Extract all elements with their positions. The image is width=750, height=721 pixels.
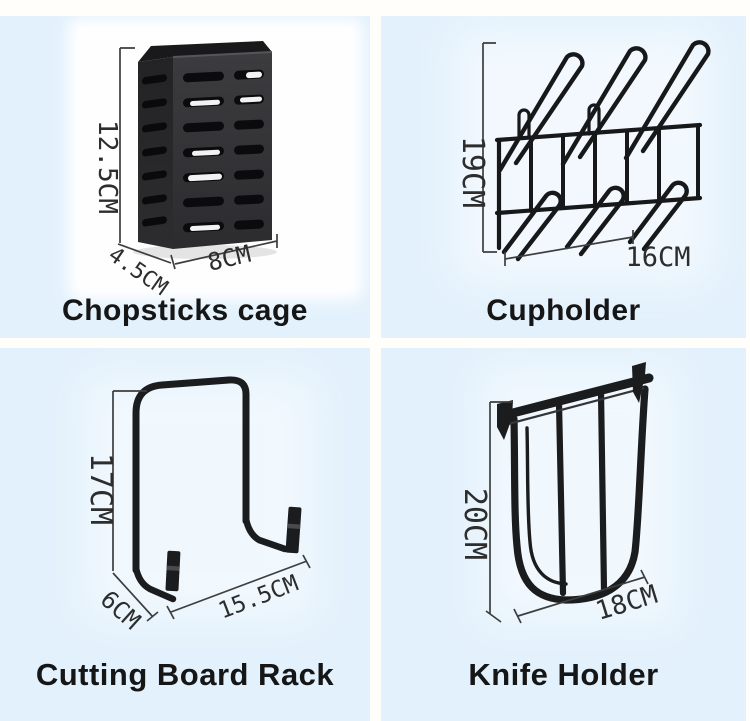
knife-holder-frame: [497, 362, 654, 604]
knife-holder-illustration: 20CM 18CM: [457, 362, 661, 627]
product-name-label: Cutting Board Rack: [35, 657, 335, 692]
left-hook-clip: [165, 550, 181, 592]
height-dimension-line: [119, 47, 135, 243]
rack-arch: [132, 376, 250, 574]
height-dimension-line: [112, 390, 147, 571]
slot-light-highlights: [188, 71, 262, 232]
left-foot: [132, 564, 177, 603]
hanging-clips: [517, 103, 601, 141]
cupholder-illustration: 19CM 16CM: [455, 40, 711, 273]
width-dimension-line: [513, 569, 649, 624]
photo-white-background: [85, 378, 315, 618]
cage-front-slots: [183, 69, 264, 233]
top-bar: [500, 373, 654, 420]
cupholder-wire-rack: [494, 40, 711, 262]
lower-cup-loops: [501, 180, 689, 262]
height-dimension-line: [482, 42, 497, 253]
depth-dimension-label: 6CM: [95, 585, 146, 635]
rack-frame: [132, 376, 302, 603]
upper-cup-loops: [497, 40, 711, 173]
top-bar-lower-edge: [507, 386, 645, 426]
depth-dimension-line: [117, 243, 176, 270]
divider-bar-2: [597, 388, 608, 594]
width-dimension-line: [174, 234, 278, 265]
panel-cupholder: 19CM 16CM Cupholder: [381, 16, 746, 338]
cage-side-slots: [142, 74, 167, 227]
dimension-lines: [112, 390, 311, 622]
product-name-label: Knife Holder: [468, 657, 659, 692]
left-hanging-hook: [497, 400, 513, 440]
width-dimension-label: 16CM: [625, 242, 690, 273]
height-dimension-label: 17CM: [83, 453, 118, 525]
cage-top-rim-highlight: [172, 51, 273, 58]
width-dimension-line: [166, 554, 311, 620]
cage-open-top: [138, 41, 272, 62]
dimension-lines: [482, 42, 634, 266]
dimension-lines: [485, 401, 649, 624]
panel-knife-holder: 20CM 18CM Knife Holder: [381, 348, 746, 721]
outer-frame: [510, 385, 649, 604]
width-dimension-line: [504, 230, 634, 266]
height-dimension-label: 19CM: [455, 136, 490, 208]
depth-dimension-line: [112, 572, 159, 622]
chopsticks-cage-illustration: 12.5CM 4.5CM 8CM: [92, 41, 278, 301]
right-hook-clip: [285, 506, 302, 554]
panel-chopsticks-cage: 12.5CM 4.5CM 8CM Chopsticks cage: [0, 16, 370, 338]
vertical-wires: [529, 124, 700, 213]
product-name-label: Cupholder: [486, 294, 641, 327]
height-dimension-line: [485, 401, 513, 623]
panel-cutting-board-rack: 17CM 6CM 15.5CM Cutting Board Rack: [0, 348, 370, 721]
right-hanging-hook: [632, 362, 646, 403]
dimension-lines: [117, 47, 278, 270]
cutting-board-rack-illustration: 17CM 6CM 15.5CM: [83, 376, 311, 635]
height-dimension-label: 12.5CM: [92, 120, 122, 214]
inner-frame-edge: [525, 426, 568, 586]
height-dimension-label: 20CM: [457, 488, 492, 560]
divider-bar-1: [555, 399, 567, 597]
product-name-label: Chopsticks cage: [62, 294, 308, 327]
cage-box: [138, 41, 273, 249]
right-foot: [242, 515, 289, 553]
